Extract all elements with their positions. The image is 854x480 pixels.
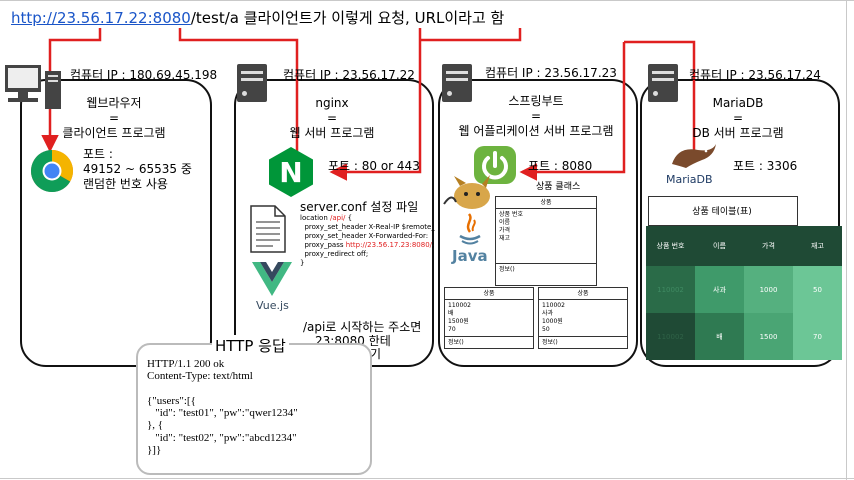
object-box: 상품 110002 배 1500원 70 정보() [444, 287, 534, 349]
arrow-client-from-nginx [329, 28, 422, 181]
table-header-cell: 재고 [793, 226, 842, 266]
nginx-name: nginx=웹 서버 프로그램 [289, 96, 375, 140]
conf-line: proxy_pass http://23.56.17.23:8080/; [300, 241, 435, 249]
nginx-conf-title: server.conf 설정 파일 [300, 200, 419, 214]
db-table-title: 상품 테이블(표) [692, 207, 752, 217]
frame-bottom-border [0, 478, 854, 479]
server-icon [648, 64, 678, 102]
class-box: 상품 상품 번호 이름 가격 재고 정보() [495, 196, 597, 286]
table-cell: 1000 [744, 266, 793, 313]
mariadb-ip: 컴퓨터 IP : 23.56.17.24 [689, 68, 821, 82]
desktop-computer-icon [5, 65, 61, 109]
nginx-logo-icon: N [269, 147, 313, 197]
table-cell: 사과 [695, 266, 744, 313]
java-label: Java [452, 247, 488, 265]
db-table-title-box [648, 196, 798, 226]
conf-line: proxy_set_header X-Real-IP $remote_ [300, 223, 435, 231]
spring-power-icon [474, 146, 516, 184]
nginx-note-3: 기 [370, 347, 382, 361]
table-cell: 1500 [744, 313, 793, 360]
table-cell: 50 [793, 266, 842, 313]
server-icon [442, 64, 472, 102]
http-response-body: HTTP/1.1 200 ok Content-Type: text/html … [147, 358, 298, 457]
table-cell: 배 [695, 313, 744, 360]
mariadb-box [640, 79, 840, 367]
table-header-cell: 상품 번호 [646, 226, 695, 266]
conf-line: proxy_redirect off; [300, 250, 369, 258]
spring-name: 스프링부트=웹 어플리케이션 서버 프로그램 [458, 94, 614, 138]
frame-right-border [846, 0, 847, 480]
client-box [20, 79, 212, 367]
table-header-cell: 가격 [744, 226, 793, 266]
diagram-title: http://23.56.17.22:8080/test/a 클라이언트가 이렇… [11, 7, 504, 28]
java-icon [459, 213, 481, 245]
object-box: 상품 110002 사과 1000원 50 정보() [538, 287, 628, 349]
tomcat-icon [443, 175, 490, 209]
http-response-box [136, 343, 372, 475]
nginx-ip: 컴퓨터 IP : 23.56.17.22 [283, 68, 415, 82]
conf-line: proxy_set_header X-Forwarded-For: [300, 232, 429, 240]
vue-label: Vue.js [256, 299, 289, 312]
client-name: 웹브라우저=클라이언트 프로그램 [62, 96, 166, 140]
spring-port: 포트 : 8080 [528, 159, 593, 173]
request-url-link[interactable]: http://23.56.17.22:8080 [11, 9, 191, 27]
table-cell: 70 [793, 313, 842, 360]
nginx-conf-code: location /api/ { proxy_set_header X-Real… [300, 214, 435, 268]
chrome-icon [30, 150, 74, 193]
table-cell: 110002 [646, 266, 695, 313]
arrow-spring-from-db [519, 42, 626, 181]
mariadb-logo-text: MariaDB [666, 173, 713, 186]
mariadb-seal-icon [672, 144, 716, 168]
title-suffix: /test/a 클라이언트가 이렇게 요청, URL이라고 함 [190, 9, 505, 27]
arrow-spring-link [420, 28, 522, 42]
mariadb-port: 포트 : 3306 [733, 159, 798, 173]
nginx-port: 포트 : 80 or 443 [328, 159, 420, 173]
config-file-icon [250, 205, 286, 253]
server-icon [237, 64, 267, 102]
frame-top-border [0, 0, 854, 1]
db-table: 상품 번호 이름 가격 재고 110002 사과 1000 50 110002 … [646, 226, 842, 360]
svg-text:N: N [279, 156, 302, 189]
spring-ip: 컴퓨터 IP : 23.56.17.23 [485, 66, 617, 80]
spring-box [438, 79, 638, 367]
arrow-db-link [624, 40, 696, 150]
http-response-title: HTTP 응답 [212, 335, 289, 356]
spring-class-label: 상품 클래스 [536, 182, 581, 192]
table-cell: 110002 [646, 313, 695, 360]
client-ip: 컴퓨터 IP : 180.69.45.198 [70, 68, 218, 82]
arrow-title-to-nginx [178, 28, 299, 160]
mariadb-name: MariaDB=DB 서버 프로그램 [692, 96, 784, 140]
conf-line: location /api/ { [300, 214, 353, 222]
table-header-cell: 이름 [695, 226, 744, 266]
vue-logo-icon [252, 262, 292, 296]
conf-line: } [300, 259, 305, 267]
nginx-note-1: /api로 시작하는 주소면 [303, 320, 422, 334]
